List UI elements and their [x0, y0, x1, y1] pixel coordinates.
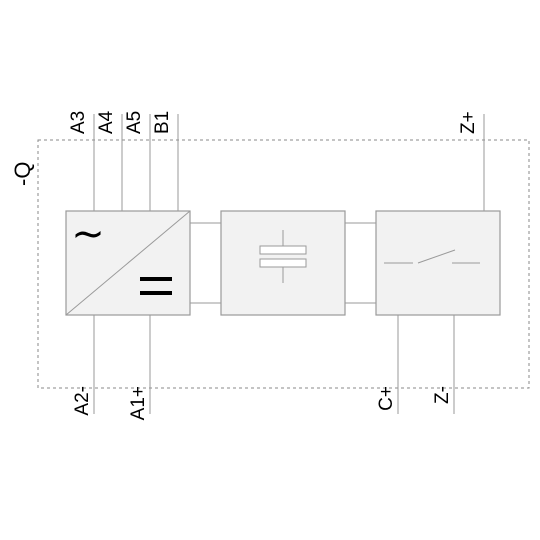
switch-block [375, 210, 501, 316]
device-boundary-frame [37, 139, 530, 389]
ac-symbol: ~ [71, 211, 105, 257]
device-designation-label: -Q [10, 162, 35, 186]
terminal-label-z-minus: Z- [432, 386, 453, 404]
terminal-label-a3: A3 [68, 111, 89, 134]
terminal-label-z-plus: Z+ [458, 111, 479, 134]
terminal-label-a1-plus: A1+ [128, 386, 149, 420]
terminal-label-a2-minus: A2- [72, 386, 93, 416]
terminal-label-a5: A5 [124, 111, 145, 134]
ac-dc-converter-block: ~ [65, 210, 191, 316]
capacitor-icon [259, 230, 307, 283]
terminal-label-a4: A4 [96, 110, 117, 134]
normally-open-switch-icon [384, 249, 480, 264]
dc-symbol-icon [140, 277, 172, 295]
terminal-label-b1: B1 [152, 111, 173, 134]
terminal-label-c-plus: C+ [376, 386, 397, 411]
capacitor-block [220, 210, 346, 316]
converter-diagonal [65, 210, 191, 316]
